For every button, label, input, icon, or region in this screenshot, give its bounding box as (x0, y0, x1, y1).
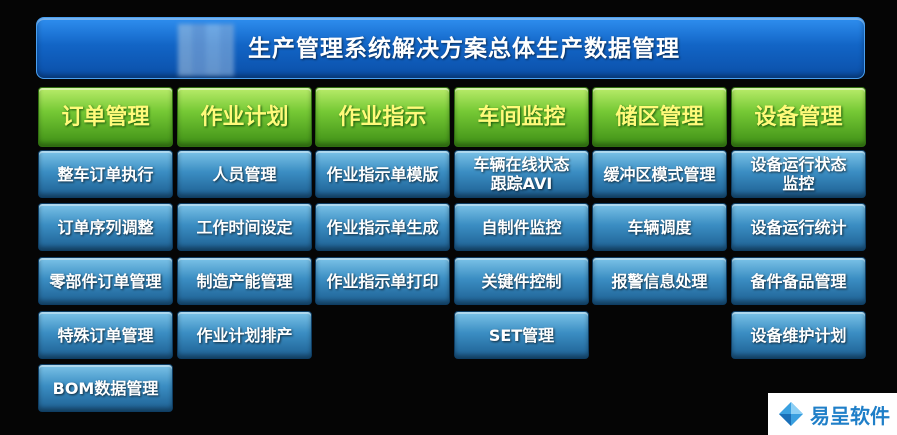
module-item: 缓冲区模式管理 (592, 150, 727, 198)
module-item: 车辆在线状态跟踪AVI (454, 150, 589, 198)
module-item: BOM数据管理 (38, 364, 173, 412)
module-item: 作业指示单模版 (315, 150, 450, 198)
module-item: 作业计划排产 (177, 311, 312, 359)
module-item: 车辆调度 (592, 203, 727, 251)
diagram-title: 生产管理系统解决方案总体生产数据管理 (248, 36, 680, 62)
column-header: 作业指示 (315, 87, 450, 147)
module-item: 工作时间设定 (177, 203, 312, 251)
column-header: 车间监控 (454, 87, 589, 147)
module-item: 作业指示单打印 (315, 257, 450, 305)
module-item: 人员管理 (177, 150, 312, 198)
column-header: 作业计划 (177, 87, 312, 147)
module-item: 设备维护计划 (731, 311, 866, 359)
diamond-logo-icon (779, 402, 803, 426)
module-item: 自制件监控 (454, 203, 589, 251)
column-header: 储区管理 (592, 87, 727, 147)
module-item: 零部件订单管理 (38, 257, 173, 305)
column-header: 订单管理 (38, 87, 173, 147)
module-item: 设备运行统计 (731, 203, 866, 251)
module-item: 制造产能管理 (177, 257, 312, 305)
module-item: 作业指示单生成 (315, 203, 450, 251)
watermark-text: 易呈软件 (810, 403, 890, 428)
module-item: 设备运行状态监控 (731, 150, 866, 198)
column-header: 设备管理 (731, 87, 866, 147)
module-item: 备件备品管理 (731, 257, 866, 305)
module-item: 整车订单执行 (38, 150, 173, 198)
blurred-logo-icon (178, 24, 234, 76)
module-item: 报警信息处理 (592, 257, 727, 305)
title-banner (36, 17, 865, 79)
module-item: 特殊订单管理 (38, 311, 173, 359)
module-item: SET管理 (454, 311, 589, 359)
module-item: 关键件控制 (454, 257, 589, 305)
module-item: 订单序列调整 (38, 203, 173, 251)
watermark: 易呈软件 (768, 393, 897, 435)
